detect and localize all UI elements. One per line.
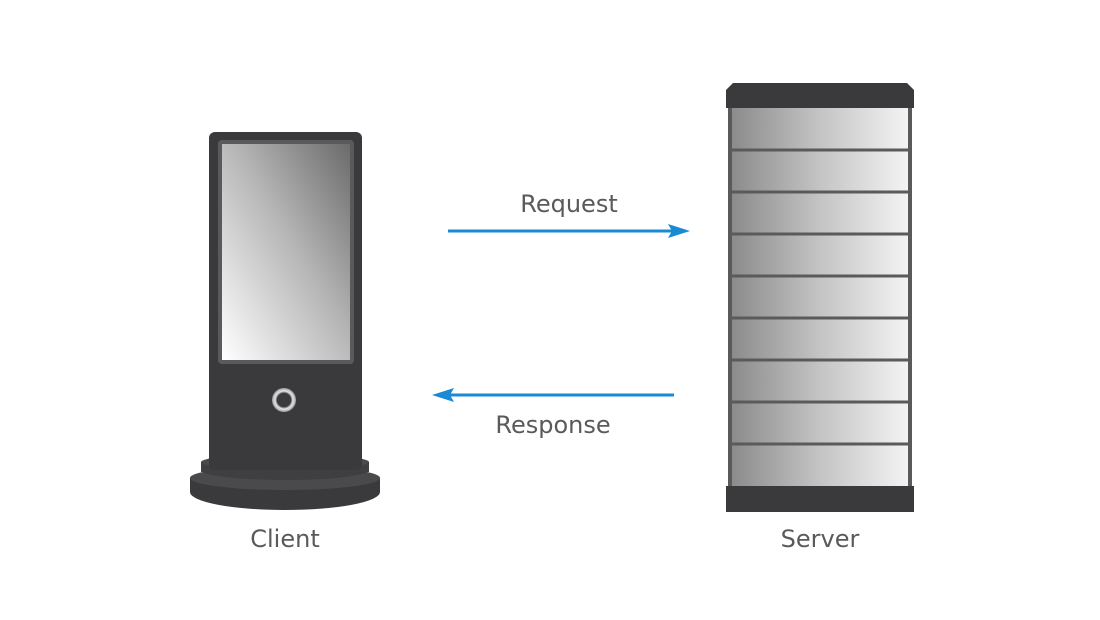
- kiosk-icon: [190, 132, 380, 510]
- server-bay-divider: [730, 274, 910, 278]
- server-bay-divider: [730, 190, 910, 194]
- response-label: Response: [495, 411, 611, 439]
- server-bay-divider: [730, 400, 910, 404]
- server-bay-divider: [730, 442, 910, 446]
- server-label: Server: [780, 525, 860, 553]
- server-dividers: [730, 148, 910, 446]
- server-tower-icon: [726, 83, 914, 512]
- client-label: Client: [250, 525, 320, 553]
- server-bay-divider: [730, 316, 910, 320]
- server-bay-divider: [730, 148, 910, 152]
- server-bay-divider: [730, 358, 910, 362]
- request-label: Request: [520, 190, 618, 218]
- kiosk-button-icon: [272, 388, 296, 412]
- server-bay-divider: [730, 232, 910, 236]
- response-arrow: [432, 388, 674, 402]
- request-arrow: [448, 224, 690, 238]
